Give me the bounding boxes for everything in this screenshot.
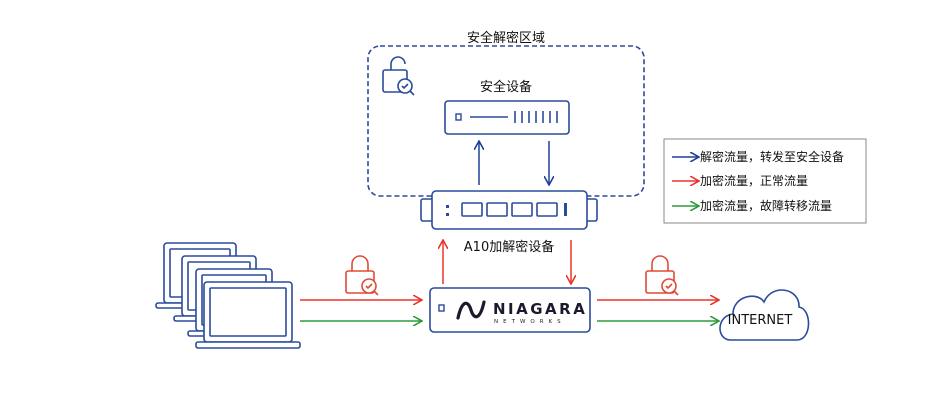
niagara-logo-icon [456, 300, 486, 320]
security-device-label: 安全设备 [480, 79, 532, 95]
legend-item-failover: 加密流量，故障转移流量 [700, 198, 832, 213]
niagara-device: NIAGARA NETWORKS [429, 287, 591, 333]
legend: 解密流量，转发至安全设备 加密流量，正常流量 加密流量，故障转移流量 [663, 138, 867, 224]
niagara-brand: NIAGARA [493, 300, 587, 318]
niagara-sub: NETWORKS [494, 319, 566, 325]
legend-item-decrypted: 解密流量，转发至安全设备 [700, 149, 844, 164]
decrypt-device-label: A10加解密设备 [464, 239, 554, 255]
cloud-icon [719, 289, 810, 341]
laptop-icon [195, 281, 301, 349]
security-device [444, 100, 570, 135]
internet-label: INTERNET [728, 313, 793, 328]
laptop-stack [155, 242, 301, 349]
zone-title: 安全解密区域 [467, 30, 545, 46]
unlock-icon [382, 56, 415, 96]
legend-item-encrypted: 加密流量，正常流量 [700, 173, 808, 188]
lock-icon [345, 255, 379, 296]
lock-icon [645, 255, 679, 296]
server-icon [455, 113, 462, 121]
a10-decrypt-device [420, 190, 598, 230]
